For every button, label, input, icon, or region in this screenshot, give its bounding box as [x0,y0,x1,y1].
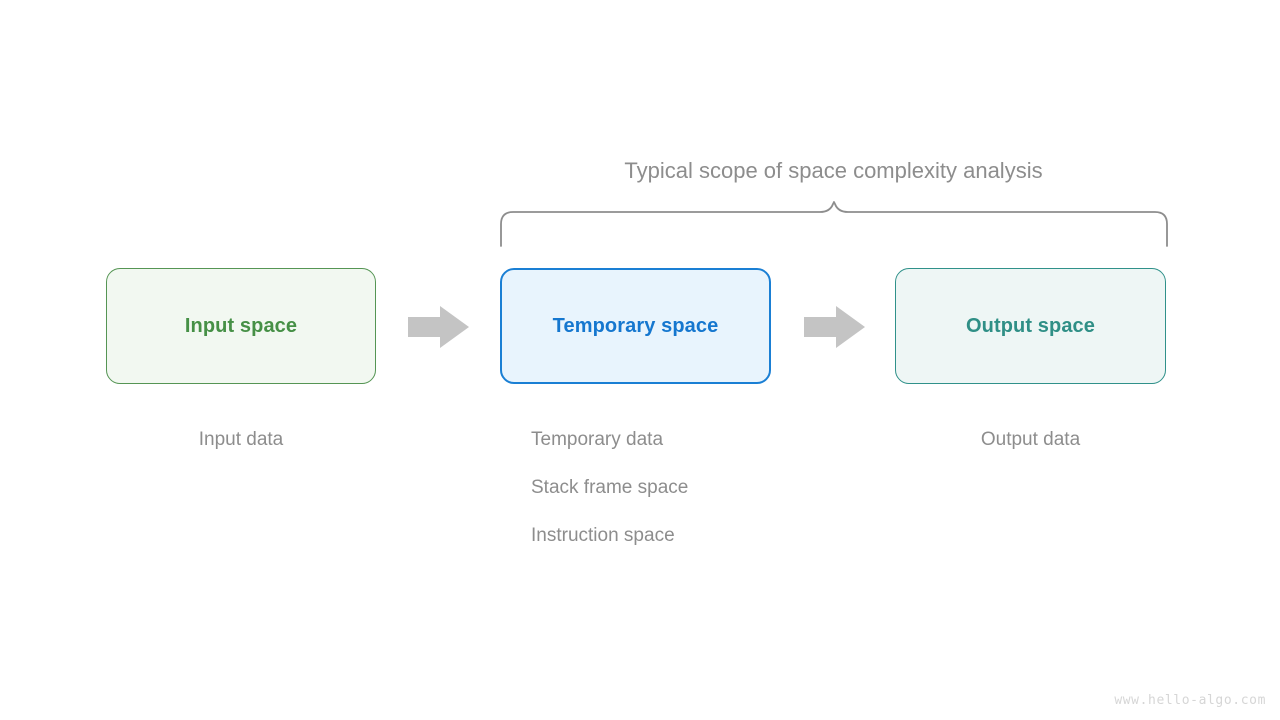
caption-stack-frame-space: Stack frame space [531,477,689,498]
arrow-right-icon-input-to-temporary [408,306,469,348]
caption-input-column: Input data [106,416,376,464]
caption-output-data: Output data [980,429,1081,450]
scope-title: Typical scope of space complexity analys… [624,158,1043,183]
box-output-space-label: Output space [966,314,1095,337]
caption-temporary-column: Temporary data Stack frame space Instruc… [531,416,688,560]
box-temporary-space[interactable]: Temporary space [500,268,771,384]
box-temporary-space-label: Temporary space [552,314,719,337]
box-input-space[interactable]: Input space [106,268,376,384]
box-input-space-label: Input space [184,314,298,337]
caption-output-column: Output data [895,416,1166,464]
caption-temporary-data: Temporary data [531,429,664,450]
box-output-space[interactable]: Output space [895,268,1166,384]
arrow-right-icon-temporary-to-output [804,306,865,348]
caption-input-data: Input data [198,429,284,450]
caption-instruction-space: Instruction space [531,525,675,546]
scope-brace-icon [500,201,1168,247]
watermark: www.hello-algo.com [1114,693,1266,708]
